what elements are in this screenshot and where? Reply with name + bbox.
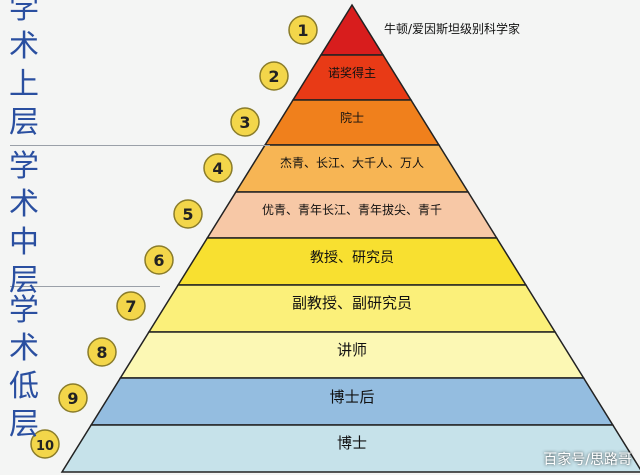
badge-circle-2	[259, 61, 289, 91]
group-char: 低	[9, 369, 39, 404]
group-char: 中	[9, 225, 39, 260]
badge-number-9: 9	[67, 389, 78, 408]
pyramid-tiers: 牛顿/爱因斯坦级别科学家诺奖得主院士杰青、长江、大千人、万人优青、青年长江、青年…	[60, 3, 640, 473]
group-char: 学	[9, 293, 39, 328]
tier-label-9: 博士后	[329, 388, 374, 406]
divider-upper-middle	[10, 145, 270, 146]
group-char: 术	[9, 331, 39, 366]
watermark: 百家号/思路哥	[543, 452, 632, 468]
badge-number-8: 8	[96, 343, 107, 362]
badge-circle-8	[87, 337, 117, 367]
tier-label-1: 牛顿/爱因斯坦级别科学家	[384, 21, 520, 36]
group-char: 层	[9, 407, 39, 442]
badge-number-4: 4	[212, 159, 223, 178]
level-badges: 1 2 3 4 5 6 7 8 9 10	[30, 15, 318, 459]
badge-circle-1	[288, 15, 318, 45]
group-char: 术	[9, 187, 39, 222]
tier-label-10: 博士	[337, 434, 367, 452]
badge-circle-3	[230, 107, 260, 137]
badge-number-5: 5	[182, 205, 193, 224]
tier-label-3: 院士	[340, 111, 364, 125]
badge-circle-9	[58, 383, 88, 413]
tier-label-7: 副教授、副研究员	[292, 294, 412, 312]
group-char: 上	[9, 67, 39, 102]
badge-number-2: 2	[268, 67, 279, 86]
badge-circle-6	[144, 245, 174, 275]
badge-number-10: 10	[36, 439, 54, 454]
tier-label-8: 讲师	[337, 341, 367, 359]
group-char: 术	[9, 29, 39, 64]
badge-circle-7	[116, 291, 146, 321]
group-label-upper: 学 术 上 层	[6, 0, 42, 142]
badge-number-7: 7	[125, 297, 136, 316]
group-char: 学	[9, 149, 39, 184]
group-char: 学	[9, 0, 39, 26]
badge-circle-10	[30, 429, 60, 459]
tier-10	[60, 424, 640, 473]
group-char: 层	[9, 263, 39, 298]
tier-1	[319, 3, 385, 56]
tier-label-2: 诺奖得主	[328, 65, 376, 80]
group-label-middle: 学 术 中 层	[6, 148, 42, 300]
group-label-lower: 学 术 低 层	[6, 292, 42, 444]
badge-number-6: 6	[153, 251, 164, 270]
badge-circle-4	[203, 153, 233, 183]
tier-label-4: 杰青、长江、大千人、万人	[280, 156, 424, 170]
badge-circle-5	[173, 199, 203, 229]
divider-middle-lower	[10, 286, 160, 287]
group-char: 层	[9, 105, 39, 140]
badge-number-3: 3	[239, 113, 250, 132]
badge-number-1: 1	[297, 21, 308, 40]
tier-label-5: 优青、青年长江、青年拔尖、青千	[262, 202, 442, 217]
tier-label-6: 教授、研究员	[310, 250, 394, 266]
